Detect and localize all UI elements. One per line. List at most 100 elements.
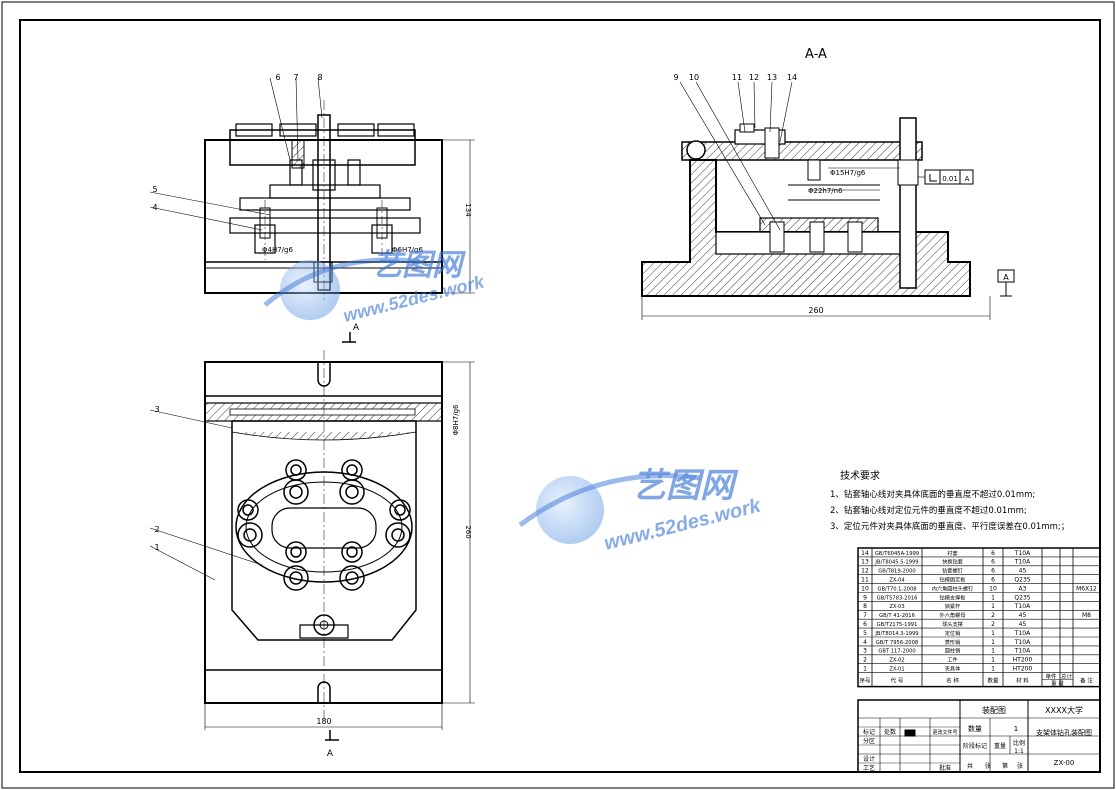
watermark-2: 艺图网 www.52des.work — [518, 467, 764, 555]
dim-front-height: 134 — [464, 203, 472, 217]
bom-cell-mat: T10A — [1014, 639, 1031, 646]
tb-label-count: 处数 — [884, 728, 896, 736]
tb-label-approve: 批准 — [939, 764, 951, 772]
section-view-labels: 9 10 11 12 13 14 Φ15H7/g6 Φ22h7/n6 0.01 … — [673, 73, 1009, 315]
bom-cell-code: GB/T819-2000 — [878, 569, 915, 575]
bom-cell-code: JB/T8045.5-1999 — [874, 560, 918, 566]
bom-cell-name: 钻模支撑板 — [940, 593, 967, 601]
drawing-number: ZX-00 — [1054, 759, 1075, 767]
tb-bottom-sheet2: 张 — [1017, 762, 1023, 770]
bom-cell-code: GB/T5783-2016 — [877, 595, 918, 601]
bom-cell-code: GB/T6045A-1999 — [875, 551, 919, 557]
bom-cell-qty: 1 — [991, 594, 995, 601]
datum-label: A — [1003, 273, 1009, 282]
bom-cell-name: 工件 — [947, 656, 957, 664]
bom-cell-qty: 1 — [991, 603, 995, 610]
bom-cell-name: 钻套螺钉 — [942, 567, 963, 575]
bom-cell-mat: T10A — [1014, 630, 1031, 637]
bom-cell-name: 内六角圆柱头螺钉 — [932, 584, 974, 592]
bom-cell-qty: 1 — [991, 666, 995, 673]
bom-header-cell: 名 称 — [946, 677, 959, 685]
bom-cell-no: 9 — [863, 594, 867, 601]
bom-cell-qty: 1 — [991, 648, 995, 655]
bom-header-cell: 总计 — [1061, 673, 1073, 681]
top-view-labels: 3 2 1 Φ8H7/g6 260 180 A — [154, 404, 472, 759]
part-label-11: 11 — [732, 73, 742, 82]
fit-pin-right: Φ6H7/g6 — [392, 246, 423, 254]
bom-cell-no: 2 — [863, 657, 867, 664]
perpendicularity-datum: A — [965, 175, 970, 183]
section-marker-bottom: A — [327, 749, 334, 759]
tb-bottom-sheet1: 张 — [985, 762, 991, 770]
dim-top-height: 260 — [464, 525, 472, 538]
bom-cell-name: 衬套 — [947, 549, 958, 557]
part-label-10: 10 — [689, 73, 699, 82]
bom-cell-qty: 6 — [991, 568, 995, 575]
watermark-brand: 艺图网 — [372, 249, 466, 282]
bom-cell-code: ZX-04 — [889, 578, 905, 584]
front-view-labels: 6 7 8 5 4 Φ4H7/g6 Φ6H7/g6 134 A — [152, 73, 472, 333]
bom-cell-no: 7 — [863, 612, 867, 619]
tb-label-change: 更改文件号 — [932, 729, 957, 736]
part-label-4: 4 — [152, 203, 157, 212]
inner-frame — [19, 19, 1101, 773]
bom-cell-qty: 6 — [991, 550, 995, 557]
bom-cell-no: 8 — [863, 603, 867, 610]
part-label-6: 6 — [275, 73, 280, 82]
bom-cell-mat: T10A — [1014, 550, 1031, 557]
bom-cell-no: 10 — [861, 585, 869, 592]
top-view — [149, 350, 475, 741]
bom-cell-code: ZX-03 — [889, 604, 904, 610]
tb-label-mark: 标记 — [863, 728, 875, 736]
bom-header-cell: 数量 — [987, 677, 999, 685]
bom-header-cell: 代 号 — [891, 677, 904, 685]
bom-cell-qty: 6 — [991, 577, 995, 584]
bom-cell-mat: A3 — [1019, 585, 1027, 592]
bom-cell-no: 14 — [861, 550, 869, 557]
bom-header-cell: 单件 — [1045, 673, 1057, 681]
bom-cell-mat: Q235 — [1014, 577, 1030, 584]
bom-cell-name: 外六角螺母 — [940, 611, 966, 619]
bom-cell-name: 快换钻套 — [942, 558, 964, 566]
bom-cell-code: GB/T 7956-2008 — [876, 640, 918, 646]
tb-label-craft: 工艺 — [863, 764, 875, 772]
bom-cell-mat: 45 — [1019, 621, 1027, 628]
tb-bottom-no: 第 — [1002, 762, 1008, 770]
bom-cell-qty: 10 — [989, 585, 997, 592]
section-marker-top: A — [353, 323, 360, 333]
title-block-text: 装配图 XXXX大学 数量 1 阶段标记 重量 比例 1:1 支架体钻孔装配图 … — [863, 705, 1092, 772]
tb-label-design: 设计 — [863, 755, 875, 763]
part-label-2: 2 — [154, 525, 159, 534]
bom-cell-qty: 1 — [991, 657, 995, 664]
part-label-12: 12 — [749, 73, 759, 82]
fit-shaft-top: Φ8H7/g6 — [452, 404, 460, 435]
drawing-name: 装配图 — [982, 705, 1006, 715]
section-view — [641, 81, 1015, 320]
watermark-globe-icon-2 — [536, 476, 604, 544]
bom-cell-no: 3 — [863, 648, 867, 655]
title-block — [857, 699, 1101, 773]
bom-cell-name: 球头支撑 — [942, 620, 963, 628]
bom-cell-no: 1 — [863, 666, 867, 673]
bom-table-grid — [857, 547, 1101, 688]
tech-req-item-2: 2、钻套轴心线对定位元件的垂直度不超过0.01mm; — [830, 505, 1027, 516]
watermark-brand-2: 艺图网 — [632, 467, 739, 505]
bom-cell-qty: 1 — [991, 630, 995, 637]
part-label-14: 14 — [787, 73, 797, 82]
qty-label: 数量 — [968, 724, 982, 733]
dim-top-width: 180 — [316, 717, 331, 726]
part-label-9: 9 — [673, 73, 678, 82]
tb-bottom-total: 共 — [967, 762, 973, 770]
stage-label: 阶段标记 — [963, 742, 987, 750]
technical-requirements: 技术要求 1、钻套轴心线对夹具体底面的垂直度不超过0.01mm; 2、钻套轴心线… — [830, 469, 1069, 532]
